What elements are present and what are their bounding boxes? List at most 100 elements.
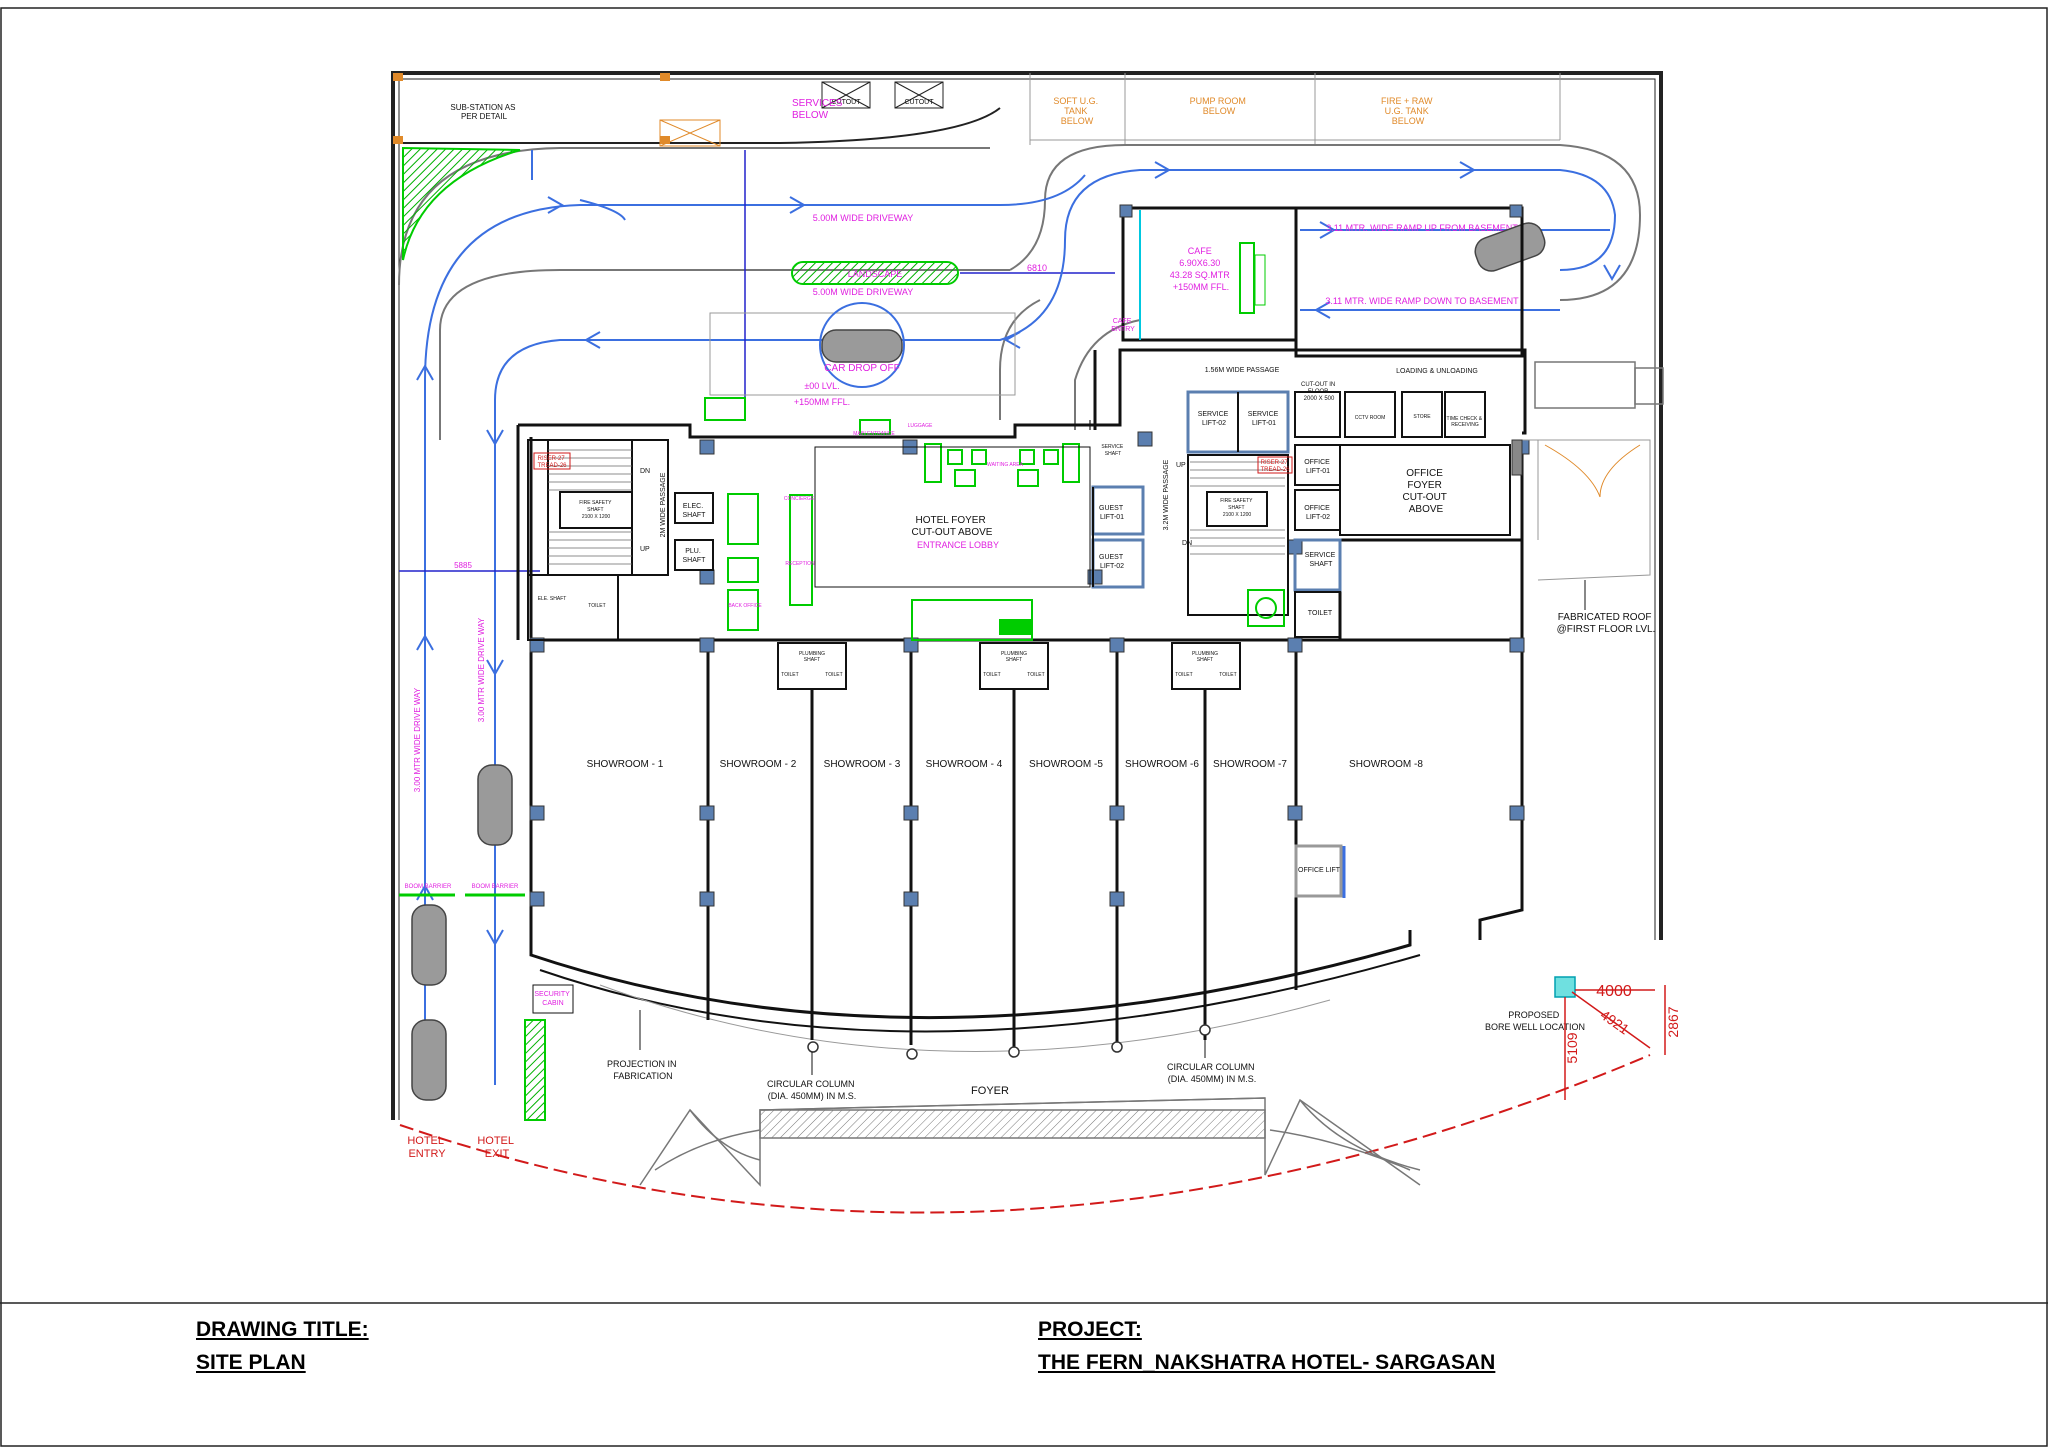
driveway-top-label: 5.00M WIDE DRIVEWAY — [813, 213, 914, 223]
office-foyer-label: OFFICE FOYER CUT-OUT ABOVE — [1402, 468, 1449, 515]
circular-column-label-left: CIRCULAR COLUMN (DIA. 450MM) IN M.S. — [767, 1079, 857, 1101]
concierge-label: CONCIERGE — [784, 496, 815, 502]
hotel-entry-label: HOTEL ENTRY — [407, 1135, 446, 1160]
elec-shaft-label: ELEC. SHAFT — [683, 503, 707, 519]
ffl-150-label: +150MM FFL. — [794, 397, 850, 407]
cutout-label-2: CUTOUT — [904, 99, 934, 106]
riser-left-label: RISER-27 TREAD-26 — [537, 456, 567, 469]
cutout-floor-label: CUT-OUT IN FLOOR 2000 X 500 — [1301, 382, 1337, 402]
office-lift — [1294, 844, 1343, 898]
waiting-area-label: WAITING AREA — [987, 462, 1024, 468]
guest-lift-01-label: GUEST LIFT-01 — [1099, 505, 1125, 521]
dim-4000: 4000 — [1596, 983, 1632, 1000]
bore-well-label: PROPOSED BORE WELL LOCATION — [1485, 1010, 1585, 1032]
guest-lift-02-label: GUEST LIFT-02 — [1099, 554, 1125, 570]
office-lift-01-label: OFFICE LIFT-01 — [1304, 459, 1332, 475]
svg-text:PLUMBING: PLUMBING — [799, 651, 825, 657]
svg-text:SHAFT: SHAFT — [1197, 657, 1213, 663]
circular-columns — [807, 1024, 1211, 1060]
up-left: UP — [640, 546, 650, 553]
svg-text:PLUMBING: PLUMBING — [1192, 651, 1218, 657]
soft-tank-label: SOFT U.G. TANK BELOW — [1053, 96, 1100, 126]
fire-raw-tank-label: FIRE + RAW U.G. TANK BELOW — [1381, 96, 1435, 126]
dim-6810: 6810 — [1027, 263, 1047, 273]
cafe-entry-label: CAFE ENTRY — [1111, 318, 1135, 333]
svg-text:TOILET: TOILET — [1027, 672, 1044, 678]
foyer-canopy — [639, 1097, 1421, 1187]
svg-text:PLUMBING: PLUMBING — [1001, 651, 1027, 657]
cars — [411, 222, 1664, 1101]
right-core-green — [1247, 589, 1285, 627]
service-lift-01-label: SERVICE LIFT-01 — [1248, 411, 1281, 427]
substation-label: SUB-STATION AS PER DETAIL — [450, 103, 517, 121]
top-tanks-region — [1029, 73, 1561, 145]
driveway-outlines — [398, 144, 1642, 440]
level-00-label: ±00 LVL. — [804, 381, 839, 391]
svg-text:SHOWROOM - 1: SHOWROOM - 1 — [587, 759, 664, 770]
luggage-label: LUGGAGE — [908, 423, 933, 429]
svg-text:SHOWROOM -7: SHOWROOM -7 — [1213, 759, 1287, 770]
foyer-label: FOYER — [971, 1085, 1009, 1097]
boom-barrier-left: BOOM BARRIER — [405, 884, 452, 890]
pump-room-label: PUMP ROOM BELOW — [1190, 96, 1249, 116]
ele-shaft-small: ELE. SHAFT — [538, 596, 567, 602]
substation-area — [393, 73, 1001, 147]
showroom-dividers — [706, 640, 1298, 1050]
service-shaft-small-label: SERVICE SHAFT — [1101, 444, 1124, 457]
stair-treads-right — [1190, 461, 1285, 555]
landscape-label: LANDSCAPE — [848, 269, 903, 279]
drawing-title: SITE PLAN — [196, 1351, 306, 1374]
building-outline — [516, 348, 1527, 940]
showroom-facade — [529, 640, 1421, 1052]
cutout-label-1: CUTOUT — [831, 99, 861, 106]
dim-4921: 4921 — [1598, 1006, 1633, 1037]
svg-text:SHOWROOM - 4: SHOWROOM - 4 — [926, 759, 1003, 770]
svg-text:TOILET: TOILET — [781, 672, 798, 678]
svg-text:TOILET: TOILET — [1175, 672, 1192, 678]
svg-text:SHOWROOM -5: SHOWROOM -5 — [1029, 759, 1103, 770]
fabricated-roof-label: FABRICATED ROOF @FIRST FLOOR LVL. — [1557, 612, 1656, 635]
svg-text:SHAFT: SHAFT — [1006, 657, 1022, 663]
passage-3-2: 3.2M WIDE PASSAGE — [1163, 459, 1170, 530]
landscape-bed — [791, 261, 959, 285]
hotel-foyer-cutout — [814, 446, 1091, 588]
car-drop-off-circle — [819, 302, 905, 388]
entrance-lobby-label: ENTRANCE LOBBY — [917, 540, 999, 550]
svg-text:TOILET: TOILET — [983, 672, 1000, 678]
svg-text:TOILET: TOILET — [825, 672, 842, 678]
cctv-room-label: CCTV ROOM — [1355, 415, 1386, 421]
columns — [529, 431, 1530, 907]
sheet-border — [0, 7, 2048, 1447]
drawing-title-label: DRAWING TITLE: — [196, 1318, 369, 1341]
office-lift-label: OFFICE LIFT — [1298, 867, 1341, 874]
svg-text:TOILET: TOILET — [1219, 672, 1236, 678]
showroom-labels: SHOWROOM - 1 SHOWROOM - 2 SHOWROOM - 3 S… — [587, 759, 1424, 770]
up-right: UP — [1176, 462, 1186, 469]
projection-label: PROJECTION IN FABRICATION — [607, 1059, 679, 1081]
dn-left: DN — [640, 468, 650, 475]
title-block: DRAWING TITLE: SITE PLAN PROJECT: THE FE… — [0, 1303, 2048, 1448]
passage-156: 1.56M WIDE PASSAGE — [1205, 367, 1280, 374]
right-core — [1186, 390, 1511, 638]
store-label: STORE — [1413, 414, 1431, 420]
dim-5885: 5885 — [454, 561, 472, 570]
flow-chevrons — [416, 161, 1621, 947]
riser-right-label: RISER-27 TREAD-26 — [1260, 460, 1290, 473]
traffic-flow-arrows — [424, 150, 1617, 1085]
svg-text:SHOWROOM -8: SHOWROOM -8 — [1349, 759, 1423, 770]
svg-text:SHOWROOM -6: SHOWROOM -6 — [1125, 759, 1199, 770]
guest-lifts — [1091, 485, 1145, 589]
fire-safety-shaft-left: FIRE SAFETY SHAFT 2100 X 1200 — [579, 500, 613, 520]
bore-well-dimensions — [1564, 985, 1666, 1100]
boom-barrier-right: BOOM BARRIER — [472, 884, 519, 890]
stair-treads-left — [548, 449, 632, 565]
svg-text:SHAFT: SHAFT — [804, 657, 820, 663]
office-lift-02-label: OFFICE LIFT-02 — [1304, 505, 1332, 521]
fabricated-roof — [1522, 439, 1651, 581]
plu-shaft-label: PLU. SHAFT — [683, 548, 707, 564]
left-core — [527, 439, 714, 641]
svg-text:SHOWROOM - 2: SHOWROOM - 2 — [720, 759, 797, 770]
